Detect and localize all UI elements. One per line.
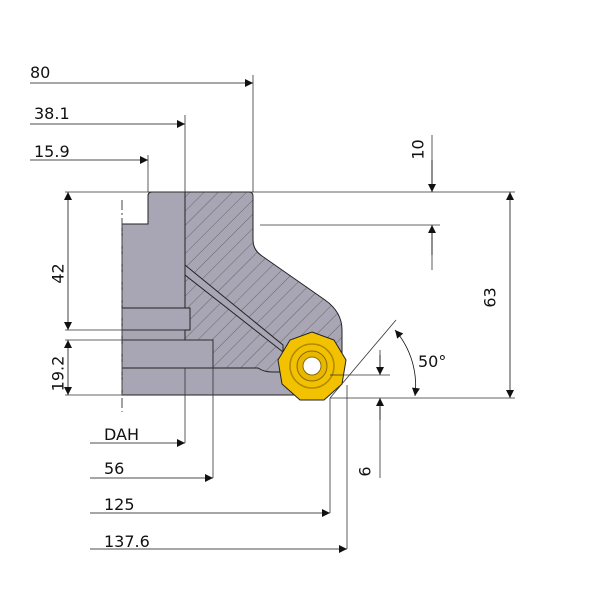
dim-6-label: 6 bbox=[355, 466, 375, 477]
dimension-arrows bbox=[30, 79, 514, 553]
dim-56-label: 56 bbox=[104, 459, 125, 478]
dim-15-9-label: 15.9 bbox=[34, 142, 70, 161]
dim-10-label: 10 bbox=[408, 139, 428, 160]
dim-125-label: 125 bbox=[104, 495, 135, 514]
dimension-lines bbox=[65, 75, 515, 549]
dim-42-label: 42 bbox=[48, 263, 68, 284]
dah-label: DAH bbox=[104, 425, 140, 444]
angle-50-label: 50° bbox=[418, 352, 447, 371]
dim-19-2-label: 19.2 bbox=[48, 355, 68, 392]
dim-80-label: 80 bbox=[30, 63, 51, 82]
dim-63-label: 63 bbox=[480, 287, 500, 308]
dim-137-6-label: 137.6 bbox=[104, 532, 150, 551]
insert bbox=[277, 331, 347, 401]
cutter-body bbox=[121, 191, 343, 396]
dim-38-1-label: 38.1 bbox=[34, 104, 70, 123]
